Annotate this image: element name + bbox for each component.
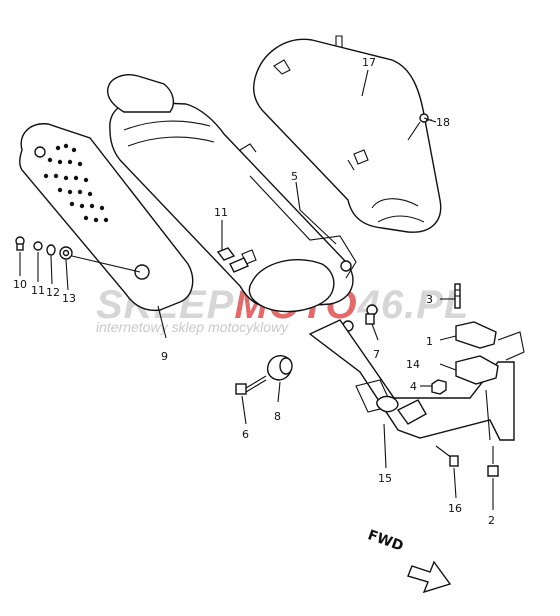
callout-9: 9 (161, 350, 168, 363)
part-3-stud (454, 283, 461, 309)
fwd-label: FWD (366, 527, 406, 555)
watermark-brand-tail: 46.PL (357, 283, 470, 327)
watermark-tagline: internetowy sklep motocyklowy (96, 319, 289, 335)
part-9-guard (19, 123, 194, 312)
leader-lines (19, 69, 494, 510)
part-17-heat-shield (253, 35, 442, 233)
part-6-bolt (235, 375, 267, 395)
forward-direction-indicator: FWD (366, 527, 452, 594)
part-7-bolt (365, 304, 378, 325)
callout-11-upper: 11 (214, 206, 228, 219)
part-8-grommet (266, 355, 293, 381)
callout-14: 14 (406, 358, 420, 371)
part-16-bolt (435, 445, 459, 467)
callout-8: 8 (274, 410, 281, 423)
callout-18: 18 (436, 116, 450, 129)
callout-6: 6 (242, 428, 249, 441)
guard-perforations (43, 143, 109, 223)
callout-15: 15 (378, 472, 392, 485)
callout-1: 1 (426, 335, 433, 348)
part-4-nut (431, 379, 447, 395)
callout-11-lower: 11 (31, 284, 45, 297)
callout-7: 7 (373, 348, 380, 361)
callout-3: 3 (426, 293, 433, 306)
part-2-bolt (487, 446, 499, 477)
callout-5: 5 (291, 170, 298, 183)
callout-4: 4 (410, 380, 417, 393)
callouts: 17 18 5 11 10 11 12 13 9 3 1 14 4 7 8 6 … (13, 56, 495, 527)
part-5-muffler (107, 74, 357, 332)
callout-10: 10 (13, 278, 27, 291)
part-11-clip (216, 247, 249, 273)
callout-13: 13 (62, 292, 76, 305)
exhaust-pipe (308, 319, 525, 441)
callout-12: 12 (46, 286, 60, 299)
callout-17: 17 (362, 56, 376, 69)
callout-2: 2 (488, 514, 495, 527)
forward-arrow-icon (407, 560, 452, 594)
hardware-washers (15, 236, 141, 273)
callout-16: 16 (448, 502, 462, 515)
